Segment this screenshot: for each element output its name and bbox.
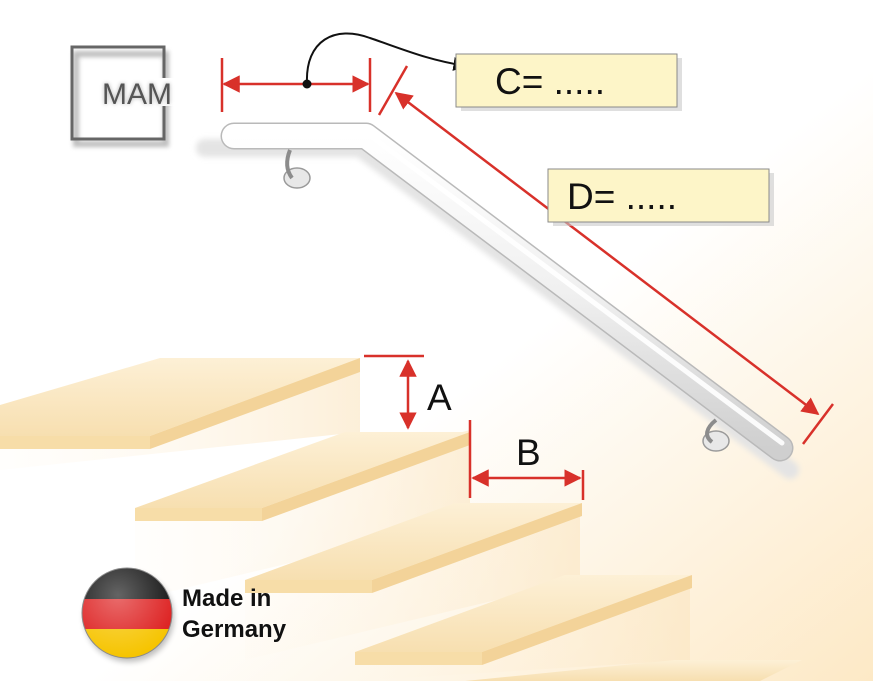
- label-c: C= .....: [495, 61, 605, 102]
- mam-logo: MAM MAM: [70, 45, 174, 147]
- badge-line-1: Made in: [182, 585, 272, 612]
- wall-bracket: [283, 149, 311, 189]
- label-b: B: [516, 432, 541, 473]
- dimension-c: [220, 32, 468, 112]
- logo-text: MAM: [102, 78, 172, 111]
- label-a: A: [427, 377, 452, 418]
- germany-flag-icon: [81, 567, 174, 662]
- badge-line-2: Germany: [182, 616, 287, 643]
- label-c-box: C= .....: [455, 53, 682, 111]
- label-d-box: D= .....: [547, 168, 774, 226]
- dimension-a: A: [364, 354, 452, 430]
- stair-step: [355, 575, 692, 652]
- stair-step: [465, 660, 802, 681]
- stair-step: [135, 432, 470, 508]
- dimension-b: B: [468, 420, 585, 500]
- stair-step: [0, 358, 360, 436]
- logo-text: MAM: [102, 78, 172, 111]
- stair-step: [245, 503, 582, 580]
- label-d: D= .....: [567, 176, 677, 217]
- wall-bracket: [702, 418, 730, 452]
- staircase: [0, 358, 802, 681]
- dimension-d: [377, 65, 834, 445]
- made-in-germany-text: Made in Germany: [182, 583, 286, 645]
